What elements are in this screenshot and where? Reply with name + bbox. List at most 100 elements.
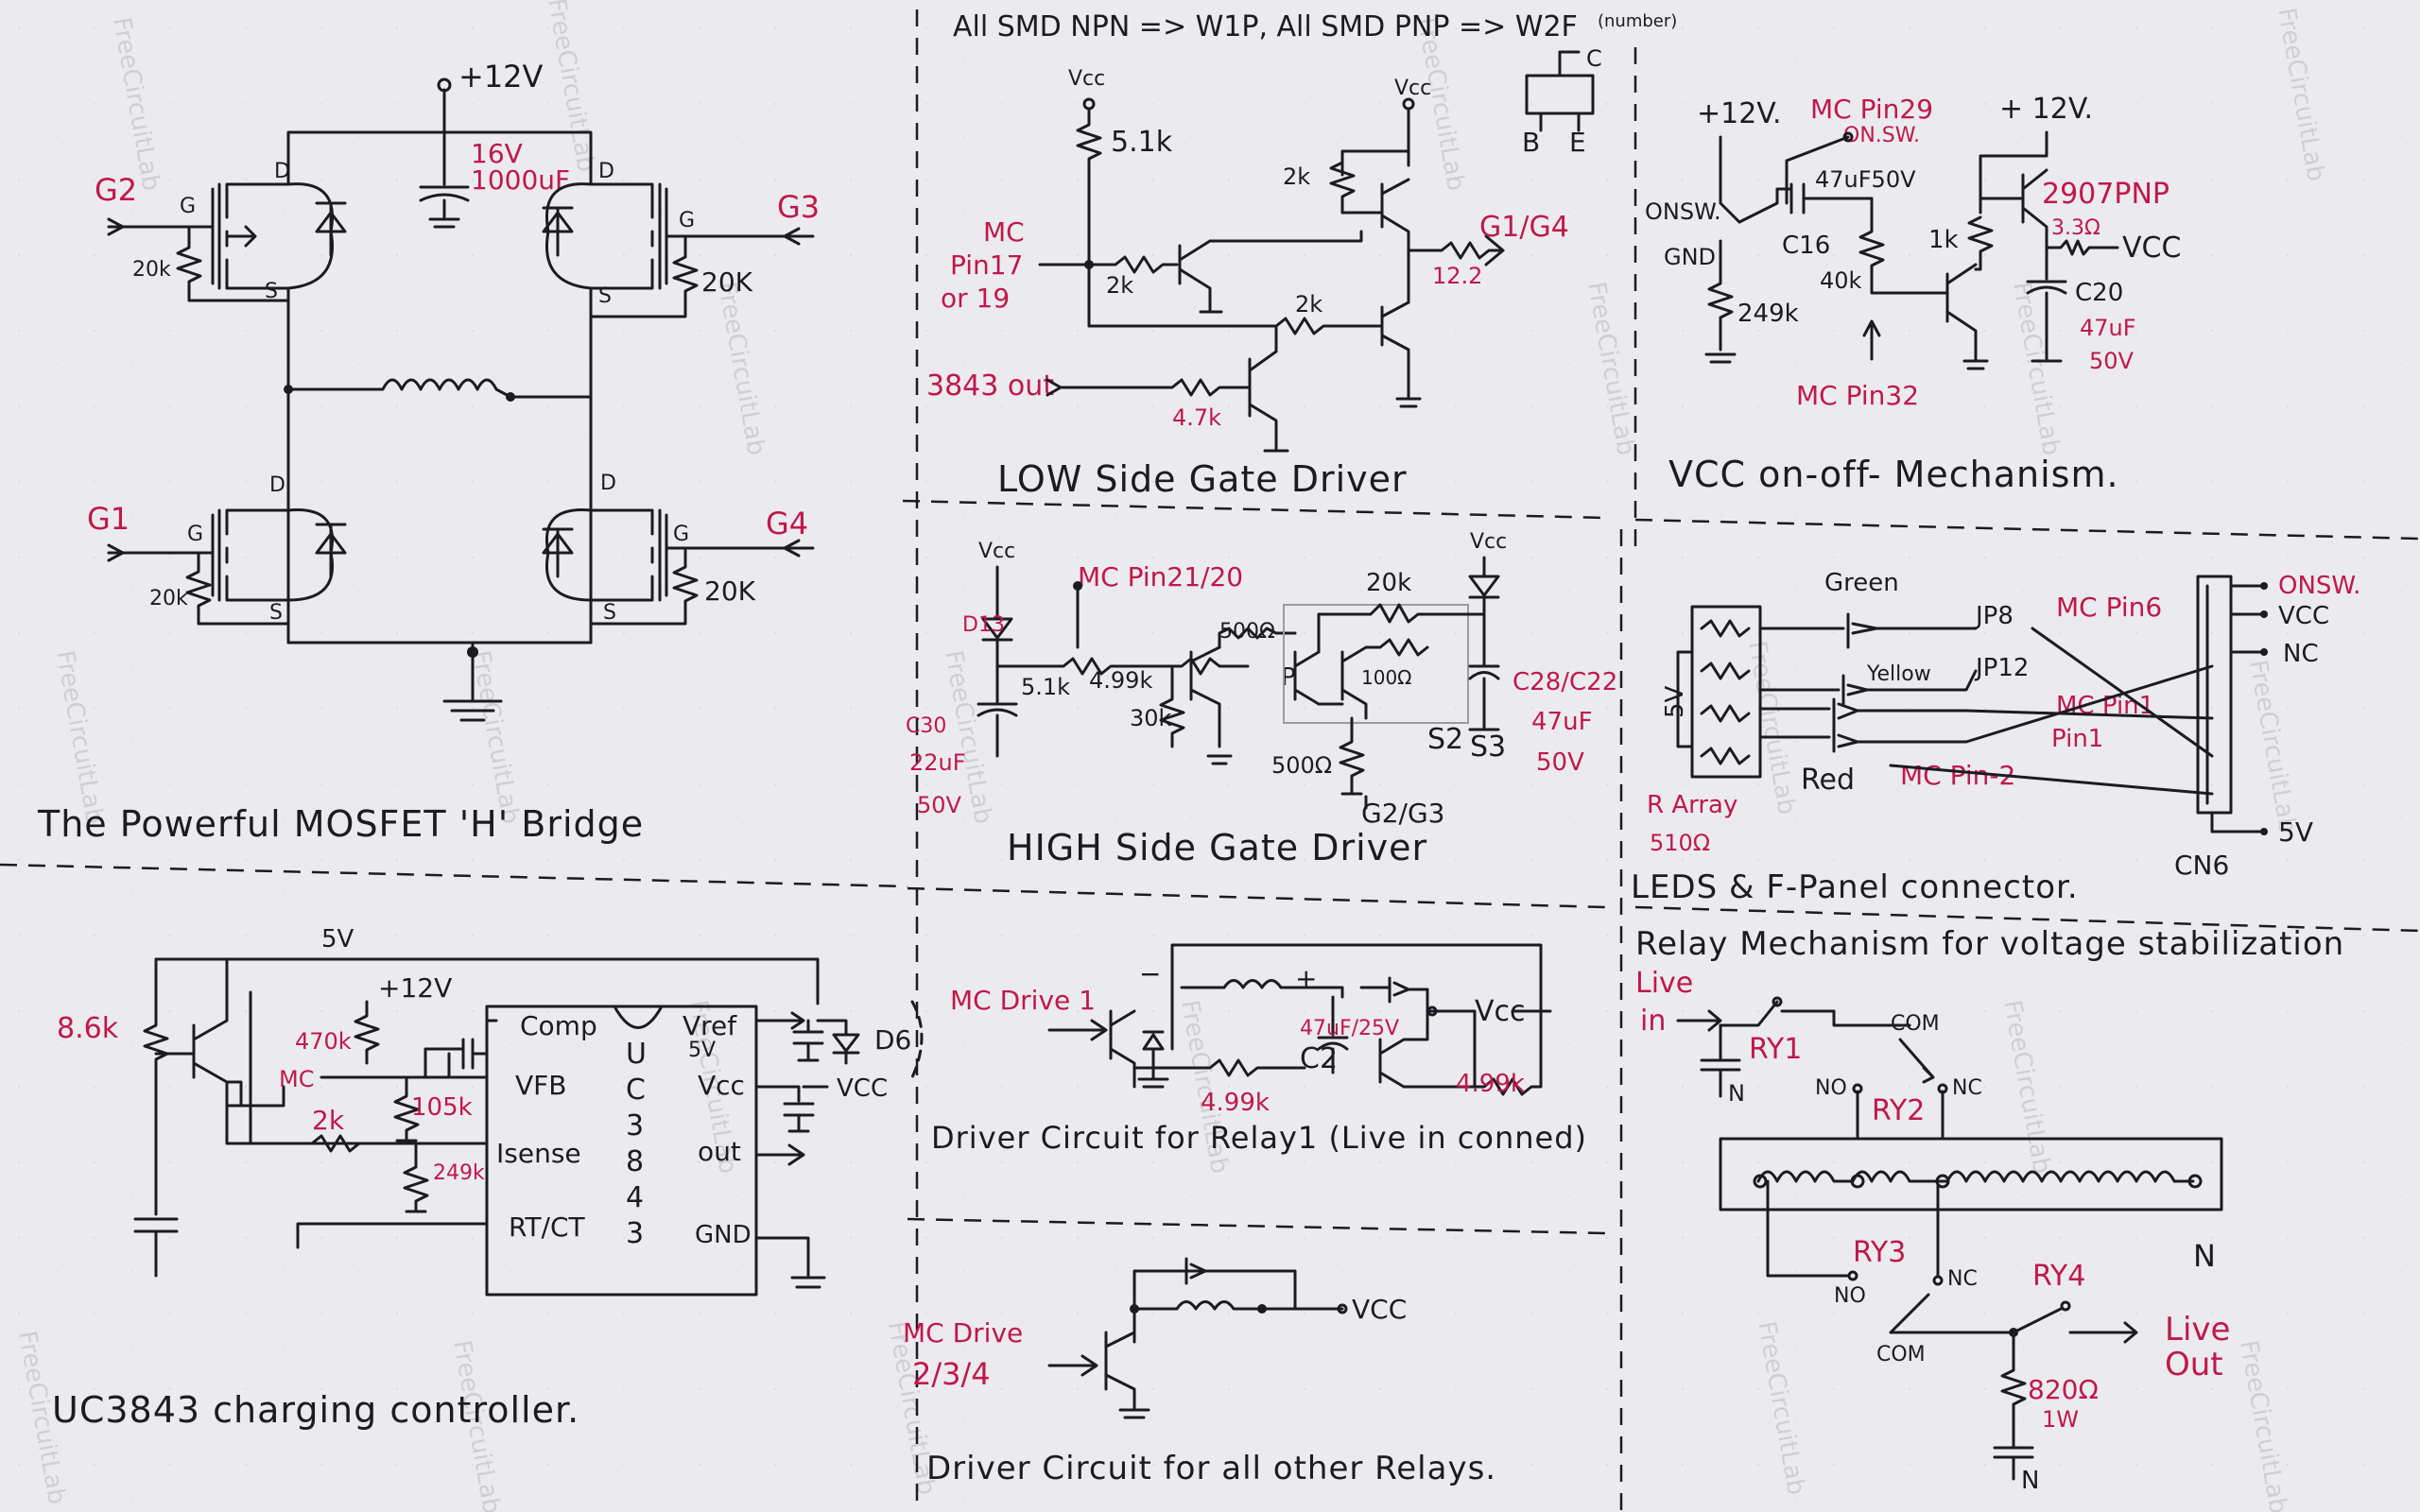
c28c22-label: C28/C22 — [1512, 668, 1617, 696]
live-out-label: Live — [2165, 1311, 2230, 1349]
c20-value-label: 47uF — [2080, 315, 2136, 341]
s-label: S — [265, 280, 278, 303]
mc-label: MC — [279, 1066, 314, 1092]
mc-label: MC — [983, 216, 1025, 248]
uc3843-section: 5V 8.6k +12V 470k MC 105k 2k 249k Comp V… — [52, 925, 924, 1431]
d-label: D — [269, 473, 285, 497]
on-sw-label: ON.SW. — [1843, 124, 1920, 147]
c30-value-label: 22uF — [909, 749, 966, 776]
r-array-label: R Array — [1647, 791, 1737, 819]
mosfet-upper-left: D S G — [180, 160, 347, 314]
mc-pin-or-label: or 19 — [941, 283, 1010, 314]
s-label: S — [269, 601, 283, 625]
ry3-label: RY3 — [1853, 1236, 1906, 1269]
mosfet-upper-right: D S G — [542, 160, 695, 318]
s-label: S — [603, 601, 616, 625]
c16-value-label: 47uF50V — [1815, 166, 1916, 193]
supply-12v-label: +12V — [458, 59, 544, 94]
nc-label: NC — [1947, 1267, 1978, 1291]
live-out2-label: Out — [2165, 1346, 2223, 1383]
res-20k-label: 20K — [701, 266, 753, 298]
mc-pin6-label: MC Pin6 — [2056, 592, 2162, 623]
res-4k99-label: 4.99k — [1089, 667, 1152, 694]
mc-drive-234-label: 2/3/4 — [912, 1356, 991, 1392]
res-500r-label: 500Ω — [1219, 620, 1275, 644]
vccsw-title: VCC on-off- Mechanism. — [1668, 454, 2119, 495]
v12b-label: + 12V. — [1999, 93, 2093, 126]
mc-drive1-label: MC Drive 1 — [950, 985, 1096, 1016]
res-1k-label: 1k — [1928, 226, 1959, 254]
autotransformer — [1719, 1137, 2223, 1211]
cn6-label: CN6 — [2174, 850, 2229, 881]
green-label: Green — [1824, 569, 1899, 597]
h-bridge-section: +12V 16V 1000uF D S G G2 20k D S G G3 20… — [37, 59, 820, 845]
pin1-label: Pin1 — [2051, 725, 2103, 753]
res-2k-label: 2k — [1295, 291, 1322, 318]
cap-value-label: 1000uF — [471, 164, 570, 196]
res-20k-label: 20k — [149, 587, 188, 610]
pin-vref5-label: 5V — [688, 1039, 716, 1062]
v5-label: 5V — [1661, 685, 1689, 718]
res-40k-label: 40k — [1820, 267, 1862, 294]
ry1-label: RY1 — [1749, 1033, 1802, 1066]
res-500r-b-label: 500Ω — [1271, 752, 1332, 779]
res-249k-label: 249k — [433, 1161, 485, 1185]
c30-voltage-label: 50V — [917, 792, 962, 818]
d-label: D — [274, 160, 290, 183]
res-470k-label: 470k — [295, 1028, 352, 1055]
res-20k-label: 20k — [132, 258, 171, 282]
red-label: Red — [1801, 764, 1855, 797]
pin-vref-label: Vref — [683, 1010, 737, 1041]
onsw-label: ONSW. — [1645, 198, 1721, 225]
pin-comp-label: Comp — [520, 1010, 597, 1041]
s-label: S — [598, 284, 612, 308]
minus-label: − — [1139, 958, 1161, 989]
res-20k-label: 20K — [704, 576, 756, 607]
gnd-label: GND — [1664, 244, 1716, 270]
com-label: COM — [1876, 1343, 1926, 1366]
res-30k-label: 30k — [1130, 705, 1172, 731]
vcc-label: Vcc — [1475, 995, 1526, 1028]
vcc-label: Vcc — [1068, 67, 1105, 91]
mosfet-lower-left: D S G — [187, 473, 347, 644]
plus-label: + — [1295, 963, 1317, 994]
d-label: D — [598, 160, 614, 183]
res-5k1-label: 5.1k — [1111, 126, 1173, 159]
v12-label: +12V. — [1697, 97, 1782, 130]
g-label: G — [187, 523, 203, 546]
gate-g3-label: G3 — [777, 189, 820, 225]
vcc-out-label: VCC — [2122, 232, 2181, 265]
pin-vcc-label: Vcc — [698, 1070, 745, 1101]
res-8k6-label: 8.6k — [57, 1012, 119, 1045]
vcc-onoff-section: +12V. MC Pin29 ON.SW. ONSW. GND C16 47uF… — [1645, 93, 2181, 495]
g-label: G — [679, 209, 695, 232]
lowside-title: LOW Side Gate Driver — [997, 458, 1408, 500]
jp8-label: JP8 — [1974, 602, 2014, 630]
res-2k-label: 2k — [1106, 272, 1133, 299]
header-note: All SMD NPN => W1P, All SMD PNP => W2F — [953, 10, 1578, 43]
d13-label: D13 — [962, 613, 1005, 637]
c28-value-label: 47uF — [1531, 708, 1593, 736]
pin-gnd-label: GND — [695, 1221, 752, 1249]
ry2-label: RY2 — [1872, 1094, 1925, 1127]
res-4k99b-label: 4.99k — [1456, 1070, 1525, 1098]
out-g1g4-label: G1/G4 — [1479, 211, 1569, 244]
res-100r-label: 100Ω — [1361, 666, 1411, 689]
v5-label: 5V — [321, 925, 354, 954]
n-label: N — [2193, 1238, 2216, 1274]
pin-isense-label: Isense — [496, 1138, 581, 1169]
c20-voltage-label: 50V — [2089, 348, 2135, 374]
yellow-label: Yellow — [1866, 662, 1931, 686]
c20-label: C20 — [2075, 279, 2123, 307]
in-3843-label: 3843 out — [926, 369, 1054, 403]
live-in-label: Live — [1635, 967, 1693, 1000]
pin-b-label: B — [1522, 127, 1540, 158]
c28-voltage-label: 50V — [1536, 748, 1584, 777]
section-dividers — [0, 9, 2420, 1512]
vcc-label: Vcc — [978, 540, 1015, 563]
relays-driver-section: VCC MC Drive 2/3/4 Driver Circuit for al… — [903, 1257, 1495, 1487]
res-4k99-label: 4.99k — [1201, 1089, 1270, 1117]
gate-g1-label: G1 — [87, 501, 130, 537]
no-label: NO — [1834, 1284, 1866, 1308]
